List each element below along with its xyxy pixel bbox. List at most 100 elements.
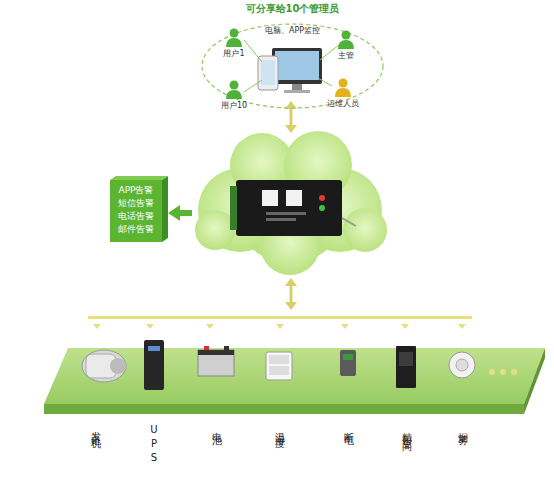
person-head (339, 79, 348, 88)
smoke-detector-icon (449, 352, 475, 378)
double-arrow-part (290, 284, 293, 304)
ups-icon-part (148, 346, 160, 351)
precision-ac-icon (396, 346, 416, 388)
share-lines-part (244, 40, 262, 62)
bus-line (88, 316, 472, 329)
bus-line-part (341, 324, 349, 329)
alert-text: APP告警 短信告警 电话告警 邮件告警 (110, 184, 162, 236)
user-label: 用户1 (206, 49, 262, 59)
device-band (44, 348, 545, 414)
battery-icon (198, 346, 234, 376)
share-lines-part (318, 78, 332, 86)
share-ellipse: 可分享给10个管理员电脑、APP监控用户1主管用户10运维人员 (200, 22, 385, 110)
device-label: 精密空间 (399, 424, 413, 436)
smoke-detector-icon-part (449, 352, 475, 378)
device-band-part (524, 348, 545, 414)
share-lines-part (320, 44, 340, 60)
controller-device-part (319, 195, 325, 201)
double-arrow-part (285, 302, 297, 310)
cloud-shape (195, 131, 387, 275)
user-icon: 运维人员 (318, 78, 368, 118)
person-body (226, 90, 242, 99)
controller-device-part (266, 218, 296, 221)
controller-device (230, 180, 356, 236)
double-arrow-part (285, 278, 297, 286)
person-head (342, 31, 351, 40)
thermo-hygrometer-icon-part (269, 366, 289, 375)
double-arrow-part (290, 107, 293, 127)
share-lines (244, 40, 340, 92)
alert-box-shadow (110, 176, 168, 242)
controller-device-part (236, 180, 342, 236)
bus-line-part (401, 324, 409, 329)
dashed-ellipse-outline (202, 24, 383, 108)
generator-icon-part (110, 358, 126, 374)
generator-icon (82, 350, 126, 382)
controller-device-part (262, 190, 278, 206)
thermo-hygrometer-icon (266, 352, 292, 380)
person-icon (225, 80, 243, 100)
bus-line-part (146, 324, 154, 329)
monitor-phone-icon-part (292, 84, 302, 90)
battery-icon-part (198, 350, 234, 355)
cloud-shape-part (343, 208, 387, 252)
person-icon (225, 28, 243, 48)
subheading-text: 电脑、APP监控 (200, 26, 385, 36)
bus-line-part (206, 324, 214, 329)
user-label: 用户10 (206, 101, 262, 111)
double-arrow (285, 101, 297, 133)
ellipsis-dots-part (489, 369, 495, 375)
person-head (230, 29, 239, 38)
cloud-shape-part (195, 210, 235, 250)
device-label: UPS (149, 424, 160, 466)
monitor-phone-icon (258, 48, 322, 93)
monitor-phone-icon-part (275, 51, 319, 80)
device-band-part (44, 348, 545, 404)
bus-line-part (93, 324, 101, 329)
device-label: 断电 (341, 424, 355, 430)
controller-device-part (266, 212, 306, 215)
bus-line-part (276, 324, 284, 329)
device-band-part (44, 404, 524, 414)
controller-device-part (319, 205, 325, 211)
controller-device-part (230, 186, 237, 230)
user-label: 运维人员 (308, 99, 378, 109)
user-icon: 用户10 (216, 80, 252, 120)
device-label: 电池 (209, 424, 223, 430)
ups-icon (144, 340, 164, 390)
person-body (338, 40, 354, 49)
device-label: 温湿度 (272, 424, 286, 433)
ellipsis-dots-part (511, 369, 517, 375)
precision-ac-icon-part (396, 346, 416, 388)
device-label: 发电机 (88, 424, 102, 433)
device-label: 烟雾 (455, 424, 469, 430)
power-sensor-icon (340, 350, 356, 376)
ups-icon-part (144, 340, 164, 390)
user-icon: 用户1 (216, 28, 252, 68)
monitor-phone-icon-part (261, 60, 275, 85)
battery-icon-part (204, 346, 209, 350)
alert-arrow (168, 205, 192, 221)
person-head (230, 81, 239, 90)
share-lines-part (244, 80, 262, 92)
battery-icon-part (224, 346, 229, 350)
thermo-hygrometer-icon-part (266, 352, 292, 380)
generator-icon-part (82, 350, 126, 382)
ellipsis-dots-part (500, 369, 506, 375)
power-sensor-icon-part (343, 354, 353, 360)
battery-icon-part (198, 350, 234, 376)
smoke-detector-icon-part (456, 359, 468, 371)
ellipsis-dots (489, 369, 517, 375)
person-icon (337, 30, 355, 50)
controller-device-part (286, 190, 302, 206)
monitor-phone-icon-part (272, 48, 322, 84)
monitor-phone-icon-part (284, 90, 310, 93)
precision-ac-icon-part (399, 352, 413, 366)
person-body (335, 88, 351, 97)
alert-box-shadow-part (162, 176, 168, 242)
alert-arrow-part (168, 205, 192, 221)
heading-text: 可分享给10个管理员 (200, 3, 385, 15)
alert-box: APP告警 短信告警 电话告警 邮件告警 (110, 180, 162, 242)
user-label: 主管 (318, 51, 374, 61)
